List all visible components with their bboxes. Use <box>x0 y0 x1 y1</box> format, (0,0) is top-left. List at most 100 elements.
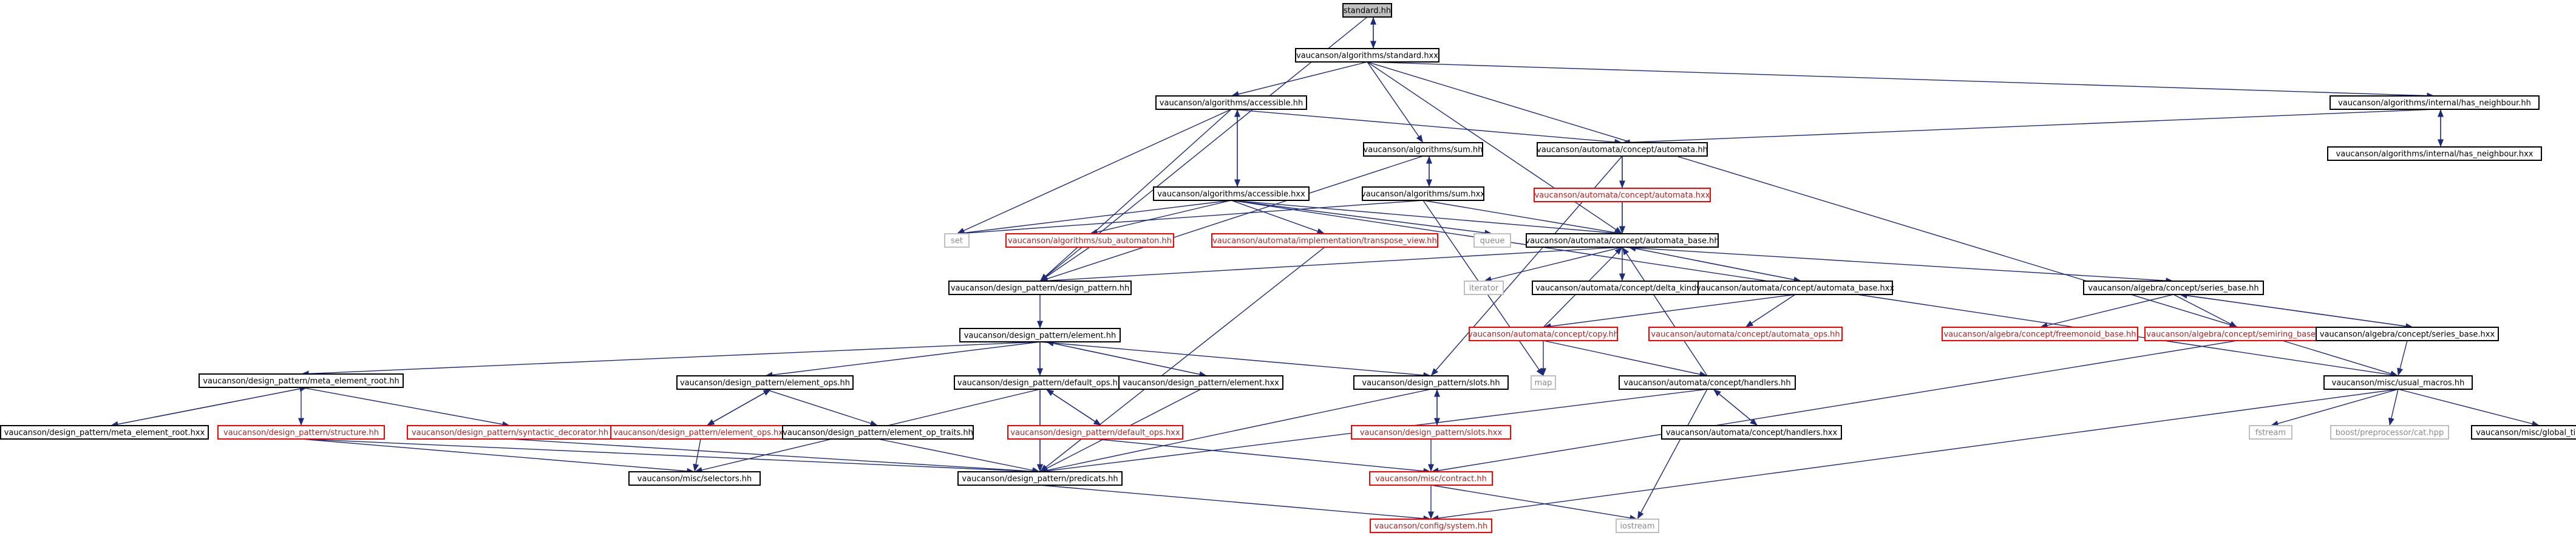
node-iterator: iterator <box>1464 281 1504 295</box>
node-design-pattern-hh[interactable]: vaucanson/design_pattern/design_pattern.… <box>948 281 1132 295</box>
node-label: vaucanson/algorithms/sum.hh <box>1364 146 1483 155</box>
node-label: vaucanson/automata/concept/automata.hxx <box>1535 191 1710 200</box>
node-slots-hh[interactable]: vaucanson/design_pattern/slots.hh <box>1353 375 1509 390</box>
node-semiring-base-hh[interactable]: vaucanson/algebra/concept/semiring_base.… <box>2144 327 2330 341</box>
edge-usual_macros_hh-to-fstream <box>2270 389 2399 427</box>
edge-sum_hxx-to-automata_base_hh <box>1422 200 1623 236</box>
node-label: vaucanson/misc/global_timer.hh <box>2476 429 2576 438</box>
node-element-hxx[interactable]: vaucanson/design_pattern/element.hxx <box>1118 375 1283 390</box>
node-element-op-traits-hh[interactable]: vaucanson/design_pattern/element_op_trai… <box>782 425 974 440</box>
node-automata-hh[interactable]: vaucanson/automata/concept/automata.hh <box>1537 142 1708 157</box>
edge-element_hh-to-element_ops_hh <box>764 341 1041 378</box>
node-contract-hh[interactable]: vaucanson/misc/contract.hh <box>1369 471 1493 486</box>
node-fstream: fstream <box>2249 425 2292 440</box>
node-sum-hh[interactable]: vaucanson/algorithms/sum.hh <box>1363 142 1483 157</box>
node-accessible-hh[interactable]: vaucanson/algorithms/accessible.hh <box>1155 95 1307 110</box>
node-meta-element-root-hxx[interactable]: vaucanson/design_pattern/meta_element_ro… <box>0 425 209 440</box>
node-sum-hxx[interactable]: vaucanson/algorithms/sum.hxx <box>1361 186 1485 201</box>
node-system-hh[interactable]: vaucanson/config/system.hh <box>1370 519 1492 533</box>
node-box <box>1005 233 1174 248</box>
nodes-layer: standard.hh vaucanson/algorithms/standard… <box>0 3 2576 533</box>
edge-element_hxx-to-element_hh <box>1045 340 1208 376</box>
edge-series_base_hh-to-freemonoid_base_hh <box>2039 294 2174 328</box>
node-default-ops-hh[interactable]: vaucanson/design_pattern/default_ops.hh <box>954 375 1126 390</box>
edge-semiring_base_hh-to-contract_hh <box>1430 340 2238 474</box>
node-element-ops-hxx[interactable]: vaucanson/design_pattern/element_ops.hxx <box>610 425 791 440</box>
node-global-timer-hh[interactable]: vaucanson/misc/global_timer.hh <box>2471 425 2576 440</box>
node-box <box>782 425 974 440</box>
node-accessible-hxx[interactable]: vaucanson/algorithms/accessible.hxx <box>1153 186 1310 201</box>
node-syntactic-decorator-hh[interactable]: vaucanson/design_pattern/syntactic_decor… <box>407 425 613 440</box>
node-box <box>1353 375 1509 390</box>
node-has-neighbour-hh[interactable]: vaucanson/algorithms/internal/has_neighb… <box>2330 95 2540 110</box>
node-element-ops-hh[interactable]: vaucanson/design_pattern/element_ops.hh <box>676 375 854 390</box>
node-automata-hxx[interactable]: vaucanson/automata/concept/automata.hxx <box>1534 188 1711 202</box>
node-label: vaucanson/algorithms/internal/has_neighb… <box>2338 99 2531 108</box>
node-label: vaucanson/algorithms/accessible.hh <box>1160 99 1303 108</box>
node-automata-ops-hh[interactable]: vaucanson/automata/concept/automata_ops.… <box>1648 327 1843 341</box>
node-box <box>2316 327 2499 341</box>
node-sub-automaton-hh[interactable]: vaucanson/algorithms/sub_automaton.hh <box>1005 233 1174 248</box>
node-label: vaucanson/algorithms/accessible.hxx <box>1157 190 1305 199</box>
node-meta-element-root-hh[interactable]: vaucanson/design_pattern/meta_element_ro… <box>199 373 404 388</box>
node-delta-kind-hh[interactable]: vaucanson/automata/concept/delta_kind.hh <box>1532 281 1713 295</box>
edge-standard_hxx-to-automata_base_hh <box>1367 61 1623 234</box>
node-box <box>1155 95 1307 110</box>
node-freemonoid-base-hh[interactable]: vaucanson/algebra/concept/freemonoid_bas… <box>1942 327 2138 341</box>
edge-usual_macros_hh-to-cat_hpp <box>2388 389 2399 426</box>
edge-contract_hh-to-iostream <box>1430 485 1638 521</box>
edge-handlers_hxx-to-handlers_hh <box>1713 389 1758 426</box>
node-label: vaucanson/misc/usual_macros.hh <box>2332 379 2465 388</box>
node-box <box>628 471 761 486</box>
edge-standard_hxx-to-has_neighbour_hh <box>1367 61 2435 99</box>
node-label: vaucanson/automata/concept/automata_base… <box>1525 237 1719 246</box>
node-box <box>1464 281 1504 295</box>
node-label: iostream <box>1620 522 1654 531</box>
node-label: vaucanson/design_pattern/meta_element_ro… <box>4 429 205 438</box>
node-automata-base-hh[interactable]: vaucanson/automata/concept/automata_base… <box>1525 233 1719 248</box>
edge-automata_base_hxx-to-automata_ops_hh <box>1745 294 1796 328</box>
node-label: vaucanson/design_pattern/design_pattern.… <box>951 284 1129 293</box>
edge-automata_base_hxx-to-automata_base_hh <box>1628 245 1802 282</box>
node-label: boost/preprocessor/cat.hpp <box>2336 429 2444 438</box>
edge-copy_hh-to-handlers_hh <box>1543 340 1708 378</box>
node-box <box>199 373 404 388</box>
edge-accessible_hh-to-design_pattern_hh <box>1039 109 1232 282</box>
node-default-ops-hxx[interactable]: vaucanson/design_pattern/default_ops.hxx <box>1007 425 1183 440</box>
node-predicats-hh[interactable]: vaucanson/design_pattern/predicats.hh <box>957 471 1123 486</box>
node-series-base-hh[interactable]: vaucanson/algebra/concept/series_base.hh <box>2083 281 2264 295</box>
node-has-neighbour-hxx[interactable]: vaucanson/algorithms/internal/has_neighb… <box>2327 146 2542 161</box>
node-transpose-view-hh[interactable]: vaucanson/automata/implementation/transp… <box>1211 233 1438 248</box>
node-label: vaucanson/algebra/concept/semiring_base.… <box>2146 330 2328 339</box>
node-handlers-hh[interactable]: vaucanson/automata/concept/handlers.hh <box>1619 375 1796 390</box>
edge-syntactic_decorator_hh-to-predicats_hh <box>509 438 1041 475</box>
edge-transpose_view_hh-to-predicats_hh <box>1039 247 1325 472</box>
node-set: set <box>944 233 970 248</box>
node-box <box>1362 186 1484 201</box>
edge-default_ops_hxx-to-default_ops_hh <box>1045 389 1102 426</box>
node-box <box>1370 519 1492 533</box>
node-box <box>1369 471 1493 486</box>
node-copy-hh[interactable]: vaucanson/automata/concept/copy.hh <box>1468 327 1619 341</box>
node-box <box>1537 142 1708 157</box>
node-label: vaucanson/design_pattern/element.hxx <box>1123 379 1279 388</box>
node-label: vaucanson/automata/concept/handlers.hxx <box>1666 429 1838 438</box>
node-box <box>948 281 1132 295</box>
node-label: vaucanson/misc/contract.hh <box>1375 475 1487 484</box>
node-usual-macros-hh[interactable]: vaucanson/misc/usual_macros.hh <box>2323 375 2473 390</box>
node-structure-hh[interactable]: vaucanson/design_pattern/structure.hh <box>217 425 385 440</box>
node-element-hh[interactable]: vaucanson/design_pattern/element.hh <box>959 328 1121 342</box>
node-standard-hxx[interactable]: vaucanson/algorithms/standard.hxx <box>1295 48 1439 63</box>
node-handlers-hxx[interactable]: vaucanson/automata/concept/handlers.hxx <box>1661 425 1842 440</box>
node-slots-hxx[interactable]: vaucanson/design_pattern/slots.hxx <box>1351 425 1511 440</box>
node-automata-base-hxx[interactable]: vaucanson/automata/concept/automata_base… <box>1696 281 1895 295</box>
edge-accessible_hxx-to-automata_base_hh <box>1231 200 1623 236</box>
edge-automata_base_hh-to-series_base_hh <box>1622 247 2174 284</box>
node-selectors-hh[interactable]: vaucanson/misc/selectors.hh <box>628 471 761 486</box>
node-standard-hh[interactable]: standard.hh <box>1342 3 1392 18</box>
node-label: vaucanson/algebra/concept/series_base.hx… <box>2320 330 2495 339</box>
node-box <box>957 471 1123 486</box>
edge-series_base_hxx-to-series_base_hh <box>2179 292 2414 328</box>
node-series-base-hxx[interactable]: vaucanson/algebra/concept/series_base.hx… <box>2316 327 2499 341</box>
edge-automata_base_hh-to-design_pattern_hh <box>1039 247 1623 284</box>
